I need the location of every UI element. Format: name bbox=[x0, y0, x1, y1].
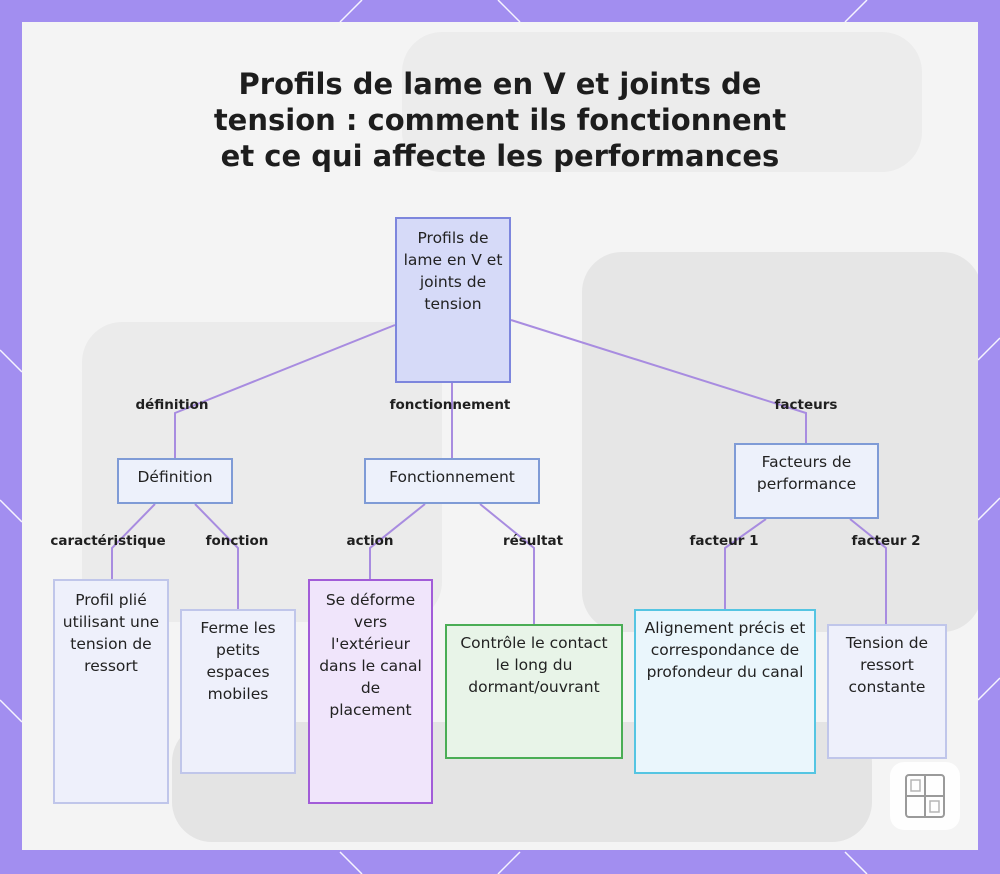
node-deforme-label: Se déforme vers l'extérieur dans le cana… bbox=[319, 591, 422, 719]
edge-label-fonction: fonction bbox=[205, 533, 269, 549]
background-shape bbox=[582, 252, 978, 632]
node-alignement-label: Alignement précis et correspondance de p… bbox=[644, 619, 806, 681]
background-shape bbox=[402, 32, 922, 172]
node-controle-label: Contrôle le contact le long du dormant/o… bbox=[460, 634, 608, 696]
edge-facteurs-alignement bbox=[724, 518, 767, 609]
node-definition: Définition bbox=[117, 458, 233, 504]
edge-label-facteur2: facteur 2 bbox=[851, 533, 921, 549]
edge-fonctionnement-controle bbox=[479, 503, 535, 624]
node-tension-constante: Tension de ressort constante bbox=[827, 624, 947, 759]
edge-label-action: action bbox=[346, 533, 394, 549]
node-deforme: Se déforme vers l'extérieur dans le cana… bbox=[308, 579, 433, 804]
window-icon bbox=[890, 762, 960, 830]
node-fonctionnement-label: Fonctionnement bbox=[389, 468, 515, 486]
node-facteurs: Facteurs de performance bbox=[734, 443, 879, 519]
edge-fonctionnement-deforme bbox=[369, 503, 426, 579]
page-title: Profils de lame en V et joints de tensio… bbox=[213, 67, 787, 173]
node-controle: Contrôle le contact le long du dormant/o… bbox=[445, 624, 623, 759]
node-profil-plie: Profil plié utilisant une tension de res… bbox=[53, 579, 169, 804]
edge-root-facteurs bbox=[510, 319, 807, 443]
edge-definition-ferme bbox=[194, 503, 239, 609]
edge-facteurs-tension bbox=[849, 518, 887, 624]
edge-label-definition: définition bbox=[135, 397, 209, 413]
edge-label-facteur1: facteur 1 bbox=[689, 533, 759, 549]
node-root: Profils de lame en V et joints de tensio… bbox=[395, 217, 511, 383]
node-root-label: Profils de lame en V et joints de tensio… bbox=[403, 229, 503, 313]
node-tension-constante-label: Tension de ressort constante bbox=[845, 634, 929, 696]
node-fonctionnement: Fonctionnement bbox=[364, 458, 540, 504]
edge-label-fonctionnement: fonctionnement bbox=[389, 397, 511, 413]
node-profil-plie-label: Profil plié utilisant une tension de res… bbox=[62, 591, 160, 675]
edge-label-caracteristique: caractéristique bbox=[50, 533, 166, 549]
edge-root-definition bbox=[174, 324, 396, 458]
edge-label-resultat: résultat bbox=[502, 533, 564, 549]
node-alignement: Alignement précis et correspondance de p… bbox=[634, 609, 816, 774]
node-ferme: Ferme les petits espaces mobiles bbox=[180, 609, 296, 774]
node-definition-label: Définition bbox=[137, 468, 213, 486]
node-ferme-label: Ferme les petits espaces mobiles bbox=[200, 619, 276, 703]
node-facteurs-label: Facteurs de performance bbox=[756, 453, 857, 493]
edge-label-facteurs: facteurs bbox=[774, 397, 838, 413]
edge-definition-profil bbox=[111, 503, 156, 579]
